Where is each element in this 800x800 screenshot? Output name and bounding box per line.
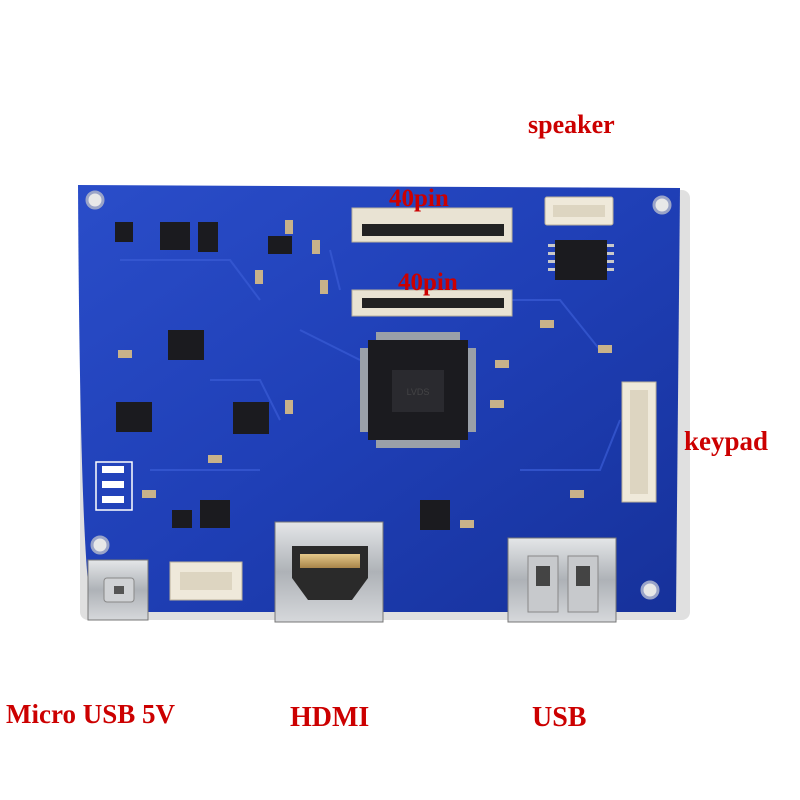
speaker-connector [544,196,614,226]
chip-marking: LVDS [407,387,430,397]
power-connector [169,561,243,601]
jumper-block [95,461,133,511]
main-controller-chip [360,332,476,448]
micro-usb-label: Micro USB 5V [6,699,175,729]
smd-components [115,222,450,530]
hdmi-label: HDMI [290,702,370,733]
speaker-label: speaker [528,110,615,139]
40pin-connector-top [351,207,513,243]
mounting-holes [85,190,672,600]
usb-label: USB [532,702,587,733]
40pin-top-label: 40pin [389,185,449,212]
keypad-label: keypad [684,426,769,456]
amplifier-chip [548,240,614,280]
40pin-connector-bottom [351,289,513,317]
usb-a-port [507,537,617,623]
micro-usb-port [87,559,149,621]
keypad-connector [621,381,657,503]
40pin-bottom-label: 40pin [398,269,458,296]
hdmi-port [274,521,384,623]
passive-components [118,220,612,528]
